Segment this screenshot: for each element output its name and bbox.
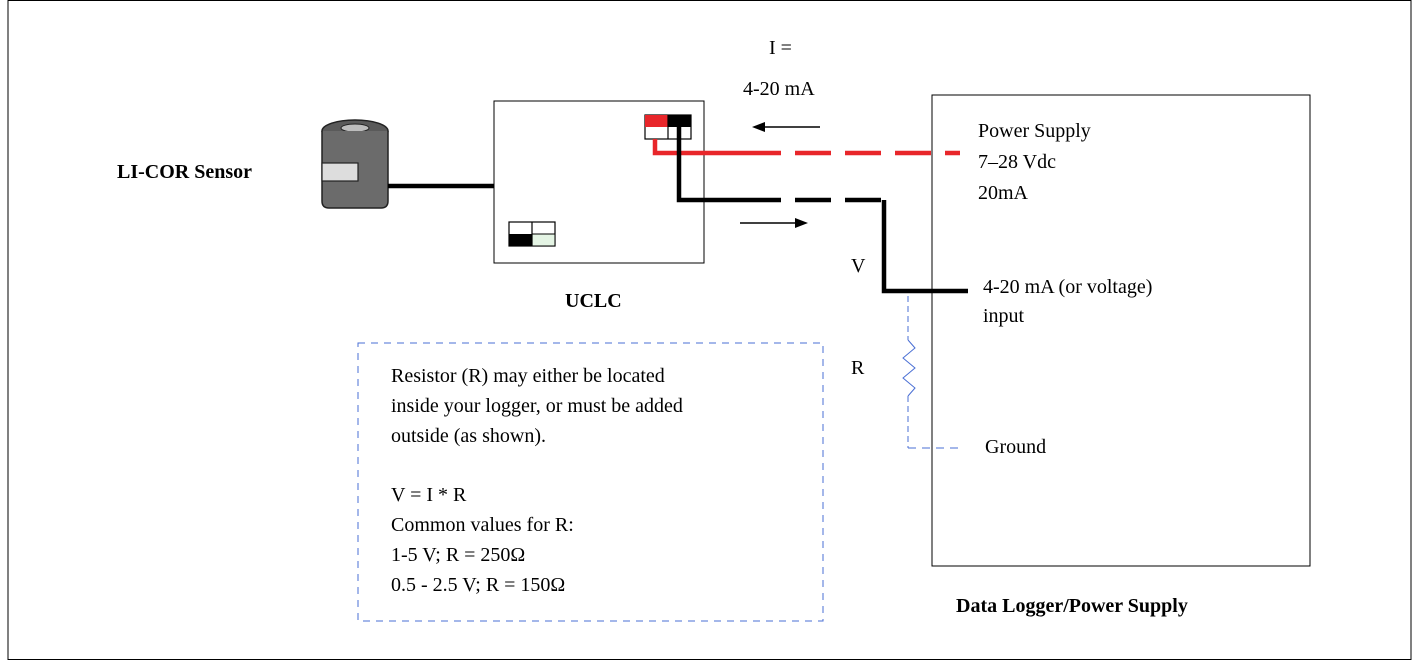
note-line: outside (as shown).	[391, 425, 546, 447]
input-label-line1: 4-20 mA (or voltage)	[983, 276, 1152, 298]
ground-label: Ground	[985, 436, 1046, 458]
note-box	[357, 342, 824, 622]
terminal-black	[509, 234, 532, 246]
voltage-label: V	[851, 255, 866, 277]
arrow-left-icon	[752, 122, 820, 132]
terminal-red	[645, 115, 668, 127]
note-line: Common values for R:	[391, 514, 574, 536]
note-line: 0.5 - 2.5 V; R = 150Ω	[391, 574, 565, 596]
resistor-label: R	[851, 357, 865, 379]
sensor-diffuser	[340, 123, 370, 133]
power-wire	[652, 139, 745, 156]
diagram-frame	[7, 0, 1412, 660]
signal-wire-to-input	[881, 200, 968, 294]
signal-wire	[676, 127, 745, 203]
input-label-line2: input	[983, 305, 1025, 327]
note-line: V = I * R	[391, 484, 467, 506]
power-supply-line3: 20mA	[978, 182, 1029, 204]
logger-box	[931, 94, 1311, 567]
terminal-shield	[531, 233, 556, 247]
logger-label: Data Logger/Power Supply	[956, 595, 1188, 617]
note-line: 1-5 V; R = 250Ω	[391, 544, 525, 566]
power-supply-line2: 7–28 Vdc	[978, 151, 1056, 173]
uclc-label: UCLC	[565, 290, 622, 312]
power-supply-line1: Power Supply	[978, 120, 1091, 142]
current-label-line1: I =	[769, 37, 792, 59]
resistor-icon	[902, 296, 962, 449]
uclc-output-terminal	[644, 114, 692, 140]
uclc-input-terminal	[508, 221, 556, 247]
sensor-label: LI-COR Sensor	[117, 161, 252, 183]
note-line: inside your logger, or must be added	[391, 395, 683, 417]
arrow-right-icon	[740, 218, 808, 228]
current-label-line2: 4-20 mA	[743, 78, 815, 100]
sensor-label-plate	[321, 162, 359, 182]
note-line: Resistor (R) may either be located	[391, 365, 665, 387]
sensor-icon	[321, 119, 389, 209]
terminal-black	[668, 115, 691, 127]
